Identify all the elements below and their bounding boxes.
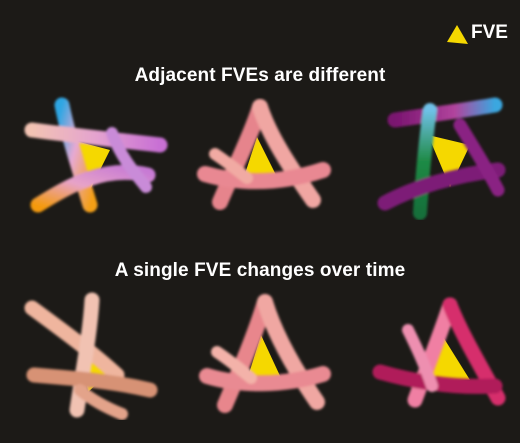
fve-figure-1-3 bbox=[370, 95, 520, 220]
cell-strand bbox=[32, 308, 117, 375]
fve-figure-1-2 bbox=[195, 92, 335, 217]
cell-strand bbox=[32, 130, 160, 145]
row-title-over-time: A single FVE changes over time bbox=[0, 260, 520, 282]
legend-label: FVE bbox=[471, 22, 508, 44]
fve-figure-1-1 bbox=[20, 95, 170, 220]
cell-strand bbox=[395, 105, 495, 120]
cell-strand bbox=[207, 374, 323, 383]
cell-strand bbox=[34, 375, 150, 390]
row-title-adjacent: Adjacent FVEs are different bbox=[0, 65, 520, 87]
fve-figure-2-3 bbox=[370, 290, 515, 420]
cell-strand bbox=[385, 170, 498, 203]
cell-strand bbox=[80, 390, 122, 414]
fve-figure-2-1 bbox=[22, 290, 162, 420]
yellow-triangle-icon bbox=[445, 24, 469, 46]
cell-strand bbox=[420, 110, 430, 213]
fve-figure-2-2 bbox=[195, 290, 335, 420]
